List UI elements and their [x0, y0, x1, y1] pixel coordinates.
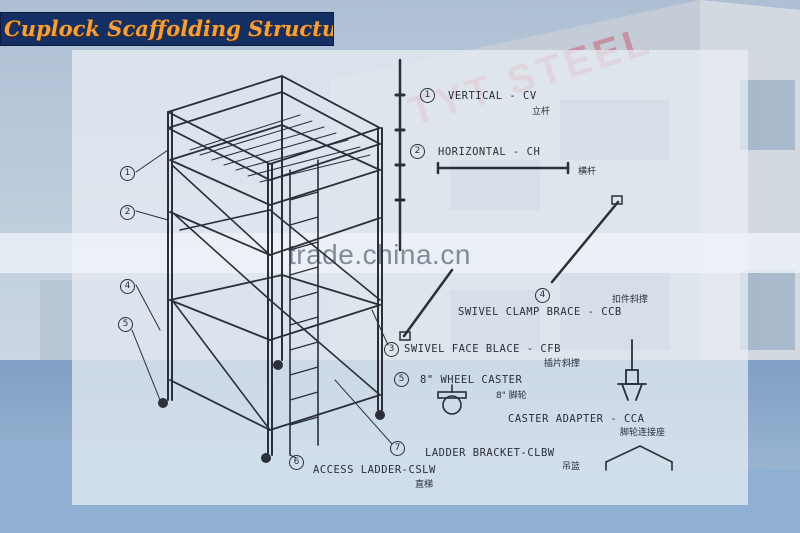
label-face-brace: SWIVEL FACE BLACE - CFB [404, 343, 561, 355]
part-number-3: 3 [384, 342, 399, 357]
label-vertical-cn: 立杆 [532, 107, 551, 117]
label-caster-adapter: CASTER ADAPTER - CCA [508, 413, 645, 425]
label-vertical: VERTICAL - CV [448, 90, 537, 102]
label-horizontal-cn: 横杆 [578, 167, 597, 177]
label-clamp-brace: SWIVEL CLAMP BRACE - CCB [458, 306, 622, 318]
callout-5: 5 [118, 317, 133, 332]
face-brace-part [399, 268, 454, 341]
tower-verticals [167, 75, 383, 456]
label-access-ladder-cn: 直梯 [415, 480, 434, 490]
callout-4: 4 [120, 279, 135, 294]
label-wheel-caster: 8" WHEEL CASTER [420, 374, 523, 386]
diagram-panel [72, 50, 748, 505]
label-ladder-bracket-cn: 吊篮 [562, 462, 581, 472]
ladder-bracket-part [605, 445, 673, 471]
callout-2: 2 [120, 205, 135, 220]
label-ladder-bracket: LADDER BRACKET-CLBW [425, 447, 555, 459]
horizontal-part [436, 161, 570, 175]
part-number-4: 4 [535, 288, 550, 303]
tower-casters [158, 360, 385, 463]
caster-adapter-part [617, 339, 647, 401]
label-wheel-caster-cn: 8" 脚轮 [496, 391, 527, 401]
callout-7: 7 [390, 441, 405, 456]
label-clamp-brace-cn: 扣件斜撑 [612, 295, 649, 305]
wheel-caster-part [437, 384, 467, 415]
tower-braces [171, 164, 381, 431]
page-title: Cuplock Scaffolding Structure [0, 12, 334, 46]
tower-horizontals [169, 211, 381, 431]
part-number-1: 1 [420, 88, 435, 103]
label-access-ladder: ACCESS LADDER-CSLW [313, 464, 436, 476]
label-caster-adapter-cn: 脚轮连接座 [620, 428, 666, 438]
label-face-brace-cn: 插片斜撑 [544, 359, 581, 369]
callout-1: 1 [120, 166, 135, 181]
top-platform [167, 75, 383, 206]
vertical-part [394, 58, 406, 252]
label-horizontal: HORIZONTAL - CH [438, 146, 541, 158]
callout-6: 6 [289, 455, 304, 470]
part-number-5: 5 [394, 372, 409, 387]
clamp-brace-part [550, 195, 623, 284]
part-number-2: 2 [410, 144, 425, 159]
ladder [289, 159, 319, 456]
